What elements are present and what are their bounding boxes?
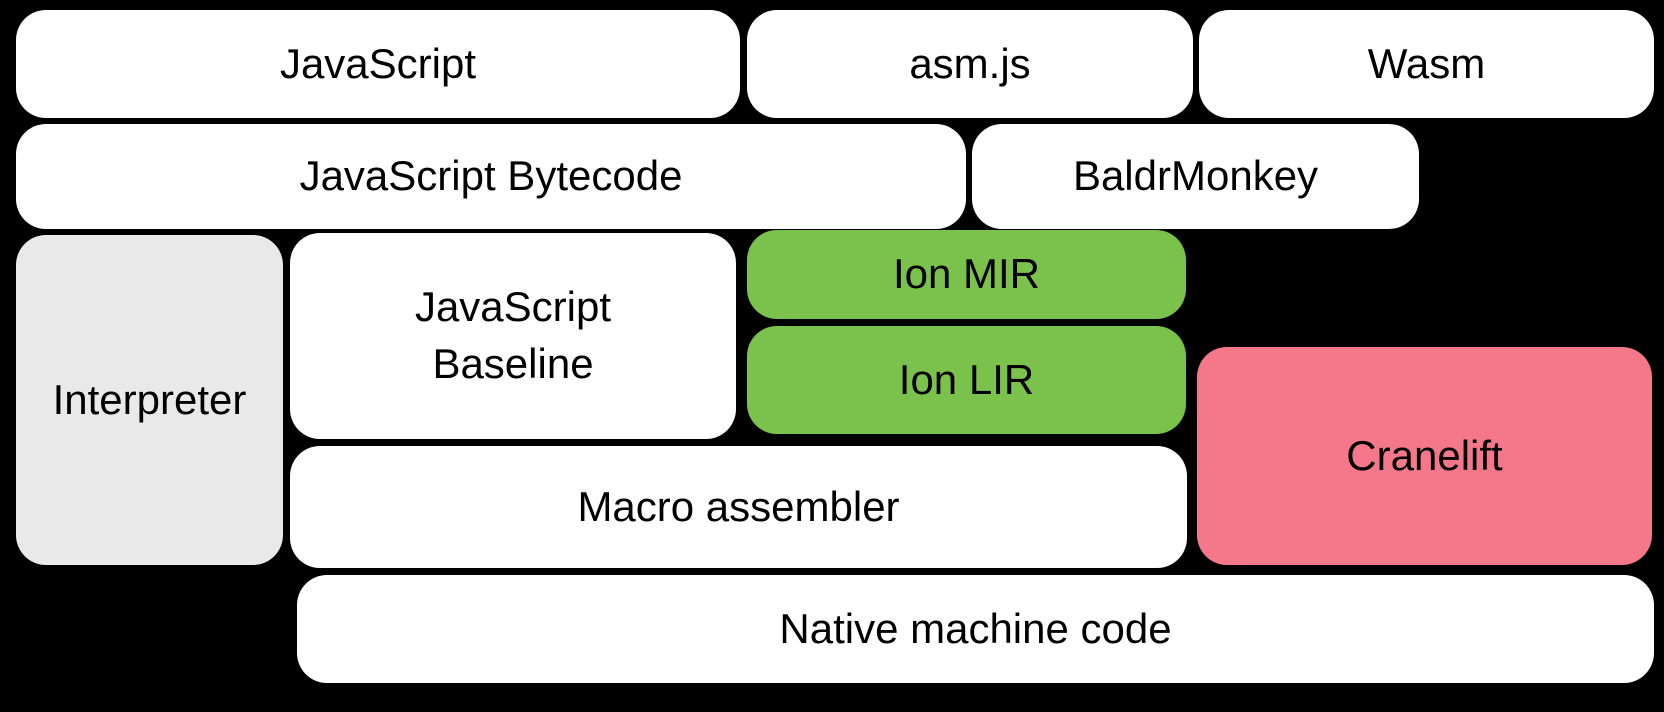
box-macro-assembler: Macro assembler: [290, 446, 1187, 568]
box-javascript-bytecode-label: JavaScript Bytecode: [299, 152, 683, 200]
box-javascript-baseline: JavaScript Baseline: [290, 233, 736, 439]
box-macro-assembler-label: Macro assembler: [577, 482, 900, 530]
box-javascript-bytecode: JavaScript Bytecode: [16, 124, 966, 229]
box-ion-lir-label: Ion LIR: [898, 355, 1035, 403]
box-ion-mir: Ion MIR: [747, 230, 1186, 319]
box-javascript-baseline-label: JavaScript Baseline: [414, 283, 612, 387]
box-asmjs: asm.js: [747, 10, 1193, 118]
box-interpreter: Interpreter: [16, 235, 283, 565]
box-javascript: JavaScript: [16, 10, 740, 118]
box-native-machine-code: Native machine code: [297, 575, 1654, 683]
box-native-machine-code-label: Native machine code: [779, 604, 1172, 652]
box-cranelift: Cranelift: [1197, 347, 1652, 565]
box-baldrmonkey-label: BaldrMonkey: [1072, 152, 1319, 200]
box-interpreter-label: Interpreter: [52, 375, 247, 423]
box-baldrmonkey: BaldrMonkey: [972, 124, 1419, 229]
box-cranelift-label: Cranelift: [1346, 431, 1503, 479]
box-javascript-label: JavaScript: [279, 39, 477, 87]
box-ion-mir-label: Ion MIR: [892, 250, 1041, 298]
box-ion-lir: Ion LIR: [747, 326, 1186, 434]
box-wasm-label: Wasm: [1367, 39, 1486, 87]
box-asmjs-label: asm.js: [909, 39, 1031, 87]
box-wasm: Wasm: [1199, 10, 1654, 118]
